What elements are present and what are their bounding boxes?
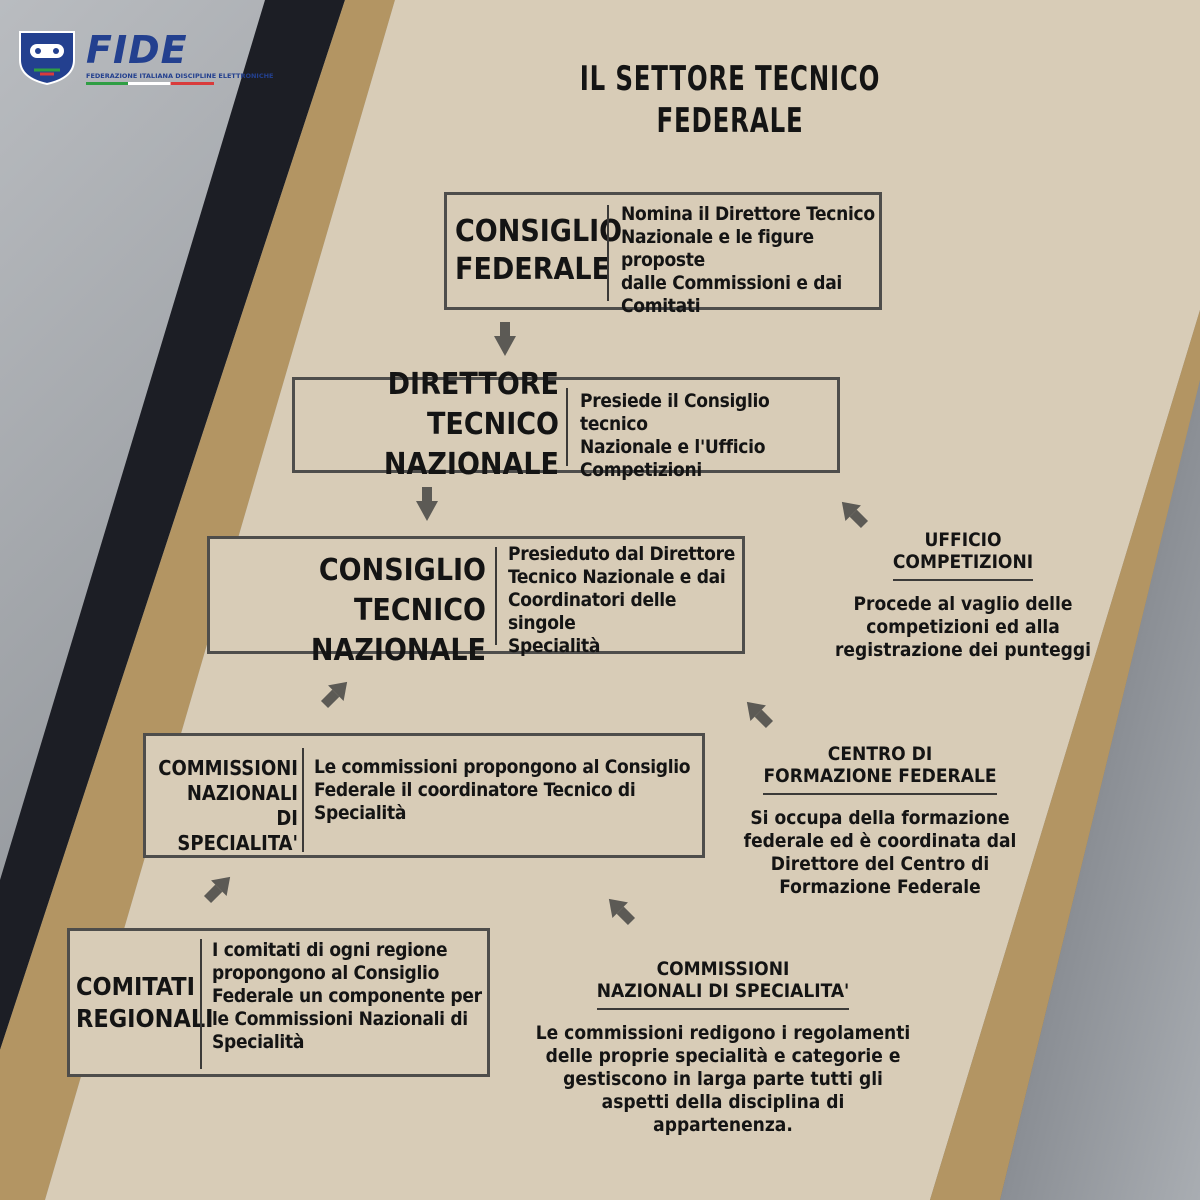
- side-item-commissioni-regolamenti: COMMISSIONI NAZIONALI DI SPECIALITA' Le …: [518, 958, 928, 1137]
- side-description: Si occupa della formazione federale ed è…: [743, 807, 1017, 898]
- box-consiglio-federale: CONSIGLIO FEDERALE Nomina il Direttore T…: [444, 192, 882, 317]
- gold-stripe-left: [0, 0, 395, 1200]
- box-comitati-regionali: COMITATI REGIONALI I comitati di ogni re…: [67, 928, 490, 1077]
- title-line-1: IL SETTORE TECNICO: [579, 59, 881, 99]
- title-line-2: FEDERALE: [656, 101, 804, 141]
- box-description: Presieduto dal Direttore Tecnico Naziona…: [508, 543, 736, 657]
- box-commissioni-nazionali: COMMISSIONI NAZIONALI DI SPECIALITA' Le …: [143, 733, 705, 858]
- box-direttore-tecnico-nazionale: DIRETTORE TECNICO NAZIONALE Presiede il …: [292, 367, 840, 482]
- box-description: Nomina il Direttore Tecnico Nazionale e …: [621, 203, 875, 317]
- divider: [200, 939, 202, 1069]
- fide-shield-icon: [19, 31, 75, 86]
- box-consiglio-tecnico-nazionale: CONSIGLIO TECNICO NAZIONALE Presieduto d…: [207, 536, 745, 668]
- side-heading: COMMISSIONI NAZIONALI DI SPECIALITA': [596, 958, 850, 1010]
- side-description: Le commissioni redigono i regolamenti de…: [535, 1022, 911, 1136]
- box-title: COMITATI REGIONALI: [76, 971, 214, 1033]
- box-description: Presiede il Consiglio tecnico Nazionale …: [580, 390, 770, 481]
- side-item-ufficio-competizioni: UFFICIO COMPETIZIONI Procede al vaglio d…: [818, 529, 1108, 662]
- box-title: CONSIGLIO TECNICO NAZIONALE: [310, 553, 486, 668]
- fide-wordmark: FIDE: [86, 28, 188, 72]
- box-description: I comitati di ogni regione propongono al…: [212, 939, 482, 1053]
- fide-tagline: FEDERAZIONE ITALIANA DISCIPLINE ELETTRON…: [86, 72, 274, 80]
- side-heading: CENTRO DI FORMAZIONE FEDERALE: [763, 743, 997, 795]
- box-description: Le commissioni propongono al Consiglio F…: [314, 756, 691, 824]
- page-title: IL SETTORE TECNICO FEDERALE: [562, 58, 898, 142]
- side-heading: UFFICIO COMPETIZIONI: [892, 529, 1034, 581]
- divider: [302, 748, 304, 852]
- gold-stripe-right: [930, 310, 1200, 1200]
- fide-logo: FIDE FEDERAZIONE ITALIANA DISCIPLINE ELE…: [14, 26, 273, 90]
- divider: [495, 547, 497, 645]
- divider: [566, 388, 568, 466]
- side-description: Procede al vaglio delle competizioni ed …: [834, 593, 1091, 661]
- box-title: DIRETTORE TECNICO NAZIONALE: [383, 367, 559, 482]
- box-title: CONSIGLIO FEDERALE: [455, 214, 623, 287]
- italian-flag-line: [86, 82, 214, 85]
- box-title: COMMISSIONI NAZIONALI DI SPECIALITA': [158, 756, 298, 855]
- divider: [607, 205, 609, 301]
- side-item-centro-formazione: CENTRO DI FORMAZIONE FEDERALE Si occupa …: [730, 743, 1030, 899]
